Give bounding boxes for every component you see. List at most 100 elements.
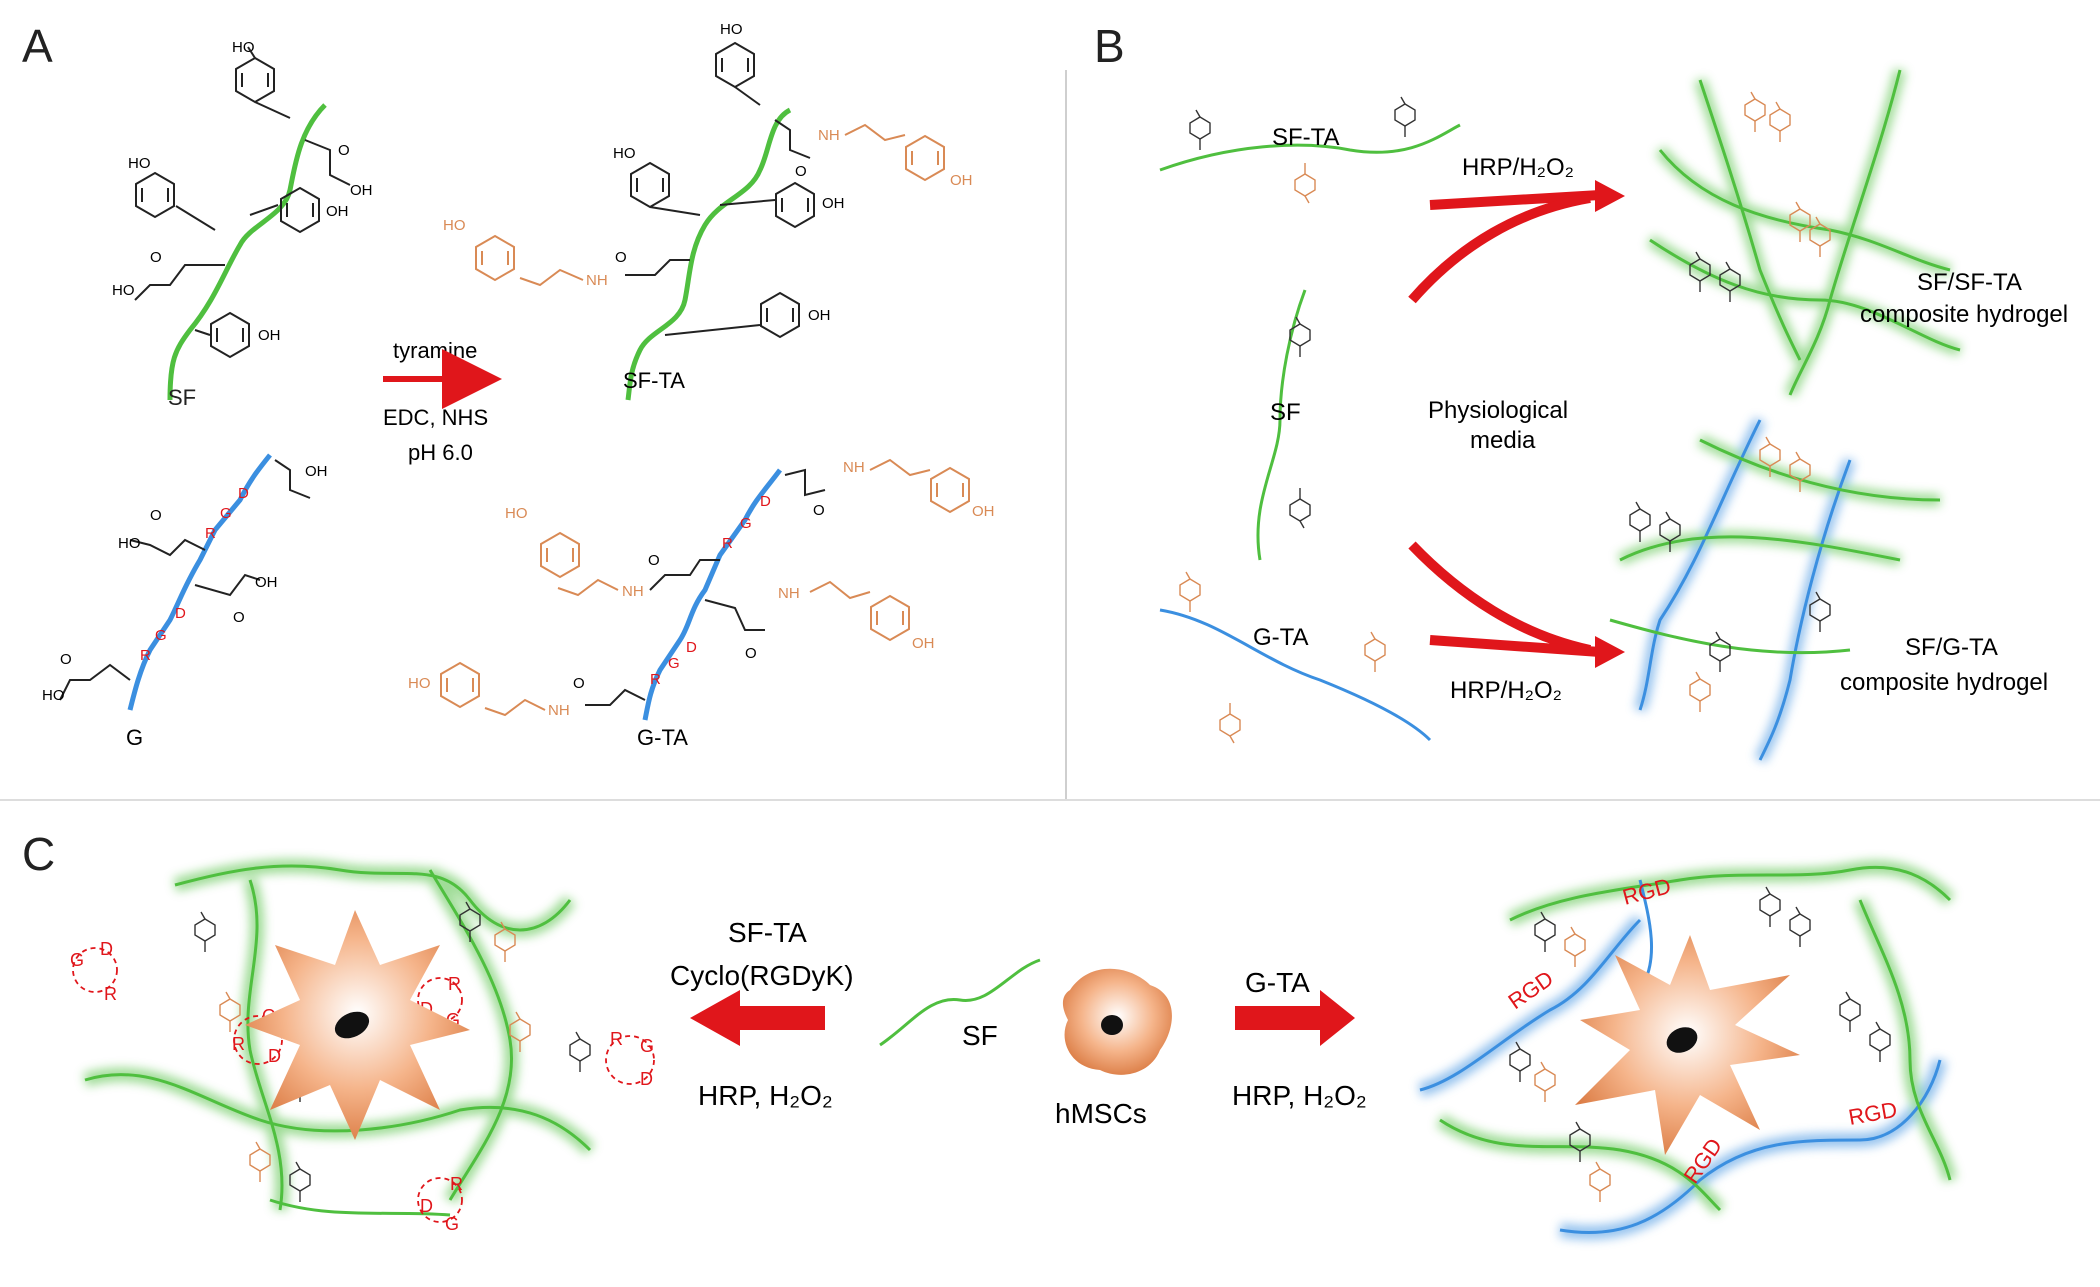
sf-label: SF: [168, 385, 196, 410]
g-label: G: [126, 725, 143, 750]
c-left-cyclo-rgd-2: G R D: [232, 1006, 283, 1066]
nh-label: NH: [586, 272, 608, 289]
conditions-label-2: pH 6.0: [408, 440, 473, 465]
b-sf-ta-label: SF-TA: [1272, 124, 1340, 151]
c-right-rgd-1: RGD: [1620, 873, 1674, 910]
c-right-nucleus: [1666, 1027, 1698, 1053]
ho-label: HO: [613, 145, 636, 162]
g-backbone: [127, 453, 272, 711]
o-label: O: [573, 675, 585, 692]
b-g-ta-strand: [1159, 608, 1432, 742]
c-left-hrp: HRP, H₂O₂: [698, 1080, 833, 1111]
rgd-d-label: D: [238, 485, 249, 502]
o-label: O: [795, 163, 807, 180]
b-hydrogel-2-line2: composite hydrogel: [1840, 669, 2048, 696]
c-left-nucleus: [334, 1011, 370, 1039]
o-label: O: [150, 507, 162, 524]
c-left-arrow: [690, 990, 825, 1046]
rgd-r-label: R: [650, 671, 661, 688]
rgd-d-label: D: [686, 639, 697, 656]
ho-label: HO: [118, 535, 141, 552]
nh-label: NH: [843, 459, 865, 476]
b-sf-strand: [1256, 289, 1307, 561]
oh-label: OH: [305, 463, 328, 480]
oh-label: OH: [255, 574, 278, 591]
conditions-label-1: EDC, NHS: [383, 405, 488, 430]
ho-label: HO: [128, 155, 151, 172]
sf-ta-backbone: [625, 107, 792, 401]
oh-label: OH: [258, 327, 281, 344]
sf-backbone: [167, 103, 327, 401]
o-label: O: [813, 502, 825, 519]
c-cells-label: hMSCs: [1055, 1098, 1147, 1129]
b-media-label-1: Physiological: [1428, 397, 1568, 424]
b-sf-ta-strand: [1159, 123, 1461, 172]
o-label: O: [60, 651, 72, 668]
rgd-g-label: G: [640, 1036, 654, 1056]
o-label: O: [745, 645, 757, 662]
nh-label: NH: [778, 585, 800, 602]
c-right-hrp: HRP, H₂O₂: [1232, 1080, 1367, 1111]
panel-a: A HO O OH HO OH O HO OH SF ty: [22, 20, 995, 750]
rgd-g-label: G: [155, 627, 167, 644]
ho-label: HO: [232, 39, 255, 56]
rgd-r-label: R: [104, 984, 117, 1004]
b-hrp-bottom: HRP/H₂O₂: [1450, 677, 1562, 704]
c-rounded-nucleus: [1101, 1015, 1123, 1035]
nh-label: NH: [818, 127, 840, 144]
g-ta-backbone: [642, 468, 782, 721]
b-arrow-curve-top: [1408, 193, 1591, 304]
b-hydrogel-2: [1609, 417, 1941, 763]
o-label: O: [648, 552, 660, 569]
b-hrp-top: HRP/H₂O₂: [1462, 154, 1574, 181]
c-sf-label: SF: [962, 1020, 998, 1051]
reagent-label: tyramine: [393, 338, 477, 363]
o-label: O: [150, 249, 162, 266]
g-ta-molecule: D G R O NH OH O NH HO O NH OH D G R O: [408, 458, 995, 750]
b-arrowhead-top: [1595, 180, 1625, 212]
c-right-label: G-TA: [1245, 967, 1310, 998]
rgd-d-label: D: [640, 1069, 653, 1089]
rgd-g-label: G: [220, 505, 232, 522]
nh-label: NH: [622, 583, 644, 600]
b-arrowhead-bottom: [1595, 636, 1625, 668]
ho-label: HO: [42, 687, 65, 704]
oh-label: OH: [972, 503, 995, 520]
b-sf-label: SF: [1270, 399, 1301, 426]
c-left-cyclo-rgd-1: G D R: [70, 939, 118, 1004]
rgd-r-label: R: [610, 1029, 623, 1049]
rgd-g-label: G: [740, 515, 752, 532]
ho-label: HO: [408, 675, 431, 692]
rgd-d-label: D: [175, 605, 186, 622]
oh-label: OH: [350, 182, 373, 199]
sf-ta-label: SF-TA: [623, 368, 685, 393]
rgd-g-label: G: [668, 655, 680, 672]
b-hydrogel-1: [1646, 68, 1962, 398]
reaction-a: tyramine EDC, NHS pH 6.0: [383, 338, 502, 465]
oh-label: OH: [808, 307, 831, 324]
c-right-arrow: [1235, 990, 1355, 1046]
sf-molecule: HO O OH HO OH O HO OH SF: [112, 39, 373, 410]
ho-label: HO: [720, 21, 743, 38]
b-media-label-2: media: [1470, 427, 1536, 454]
o-label: O: [615, 249, 627, 266]
rgd-g-label: G: [445, 1214, 459, 1234]
sf-ta-molecule: HO O NH OH HO OH O NH HO OH SF-TA: [443, 21, 973, 401]
rgd-d-label: D: [268, 1046, 281, 1066]
rgd-r-label: R: [140, 647, 151, 664]
b-arrow-curve-bottom: [1408, 541, 1592, 655]
ho-label: HO: [443, 217, 466, 234]
g-ta-label: G-TA: [637, 725, 688, 750]
rgd-d-label: D: [100, 939, 113, 959]
g-molecule: D G R OH O HO OH O D G R O HO G: [42, 453, 328, 750]
rgd-g-label: G: [70, 950, 84, 970]
nh-label: NH: [548, 702, 570, 719]
oh-label: OH: [326, 203, 349, 220]
b-hydrogel-1-line2: composite hydrogel: [1860, 301, 2068, 328]
rgd-d-label: D: [420, 1196, 433, 1216]
panel-c: C G: [22, 828, 1957, 1240]
oh-label: OH: [950, 172, 973, 189]
c-left-cyclo-rgd-4: R D G: [417, 1174, 463, 1234]
